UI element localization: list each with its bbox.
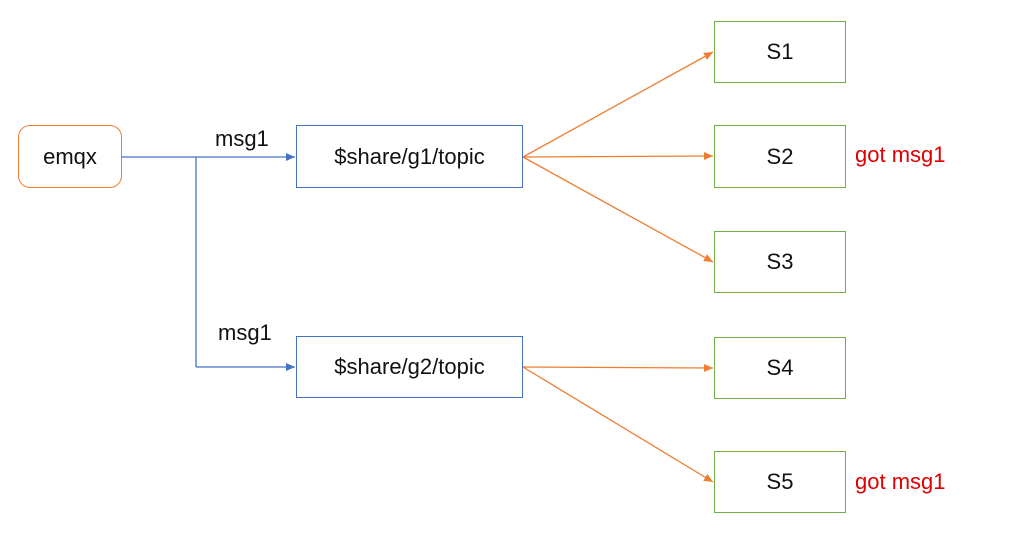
emqx-broker-node: emqx: [18, 125, 122, 188]
group1-edge-label: msg1: [215, 126, 269, 151]
subscriber-node-s5: S5: [714, 451, 846, 513]
group2-edge-label: msg1: [218, 320, 272, 345]
subscriber-node-s4: S4: [714, 337, 846, 399]
group2-to-s5-arrow: [522, 366, 714, 483]
group1-to-s3-arrow: [522, 156, 714, 263]
subscriber-node-s1: S1: [714, 21, 846, 83]
group1-topic-node: $share/g1/topic: [296, 125, 523, 188]
s5-received-note: got msg1: [855, 469, 946, 494]
subscriber-node-s3: S3: [714, 231, 846, 293]
s2-received-note: got msg1: [855, 142, 946, 167]
group2-to-s4-arrow: [522, 363, 714, 372]
subscriber-node-s2: S2: [714, 125, 846, 188]
group1-to-s1-arrow: [522, 51, 714, 158]
group1-to-s2-arrow: [522, 152, 714, 161]
group2-topic-node: $share/g2/topic: [296, 336, 523, 398]
